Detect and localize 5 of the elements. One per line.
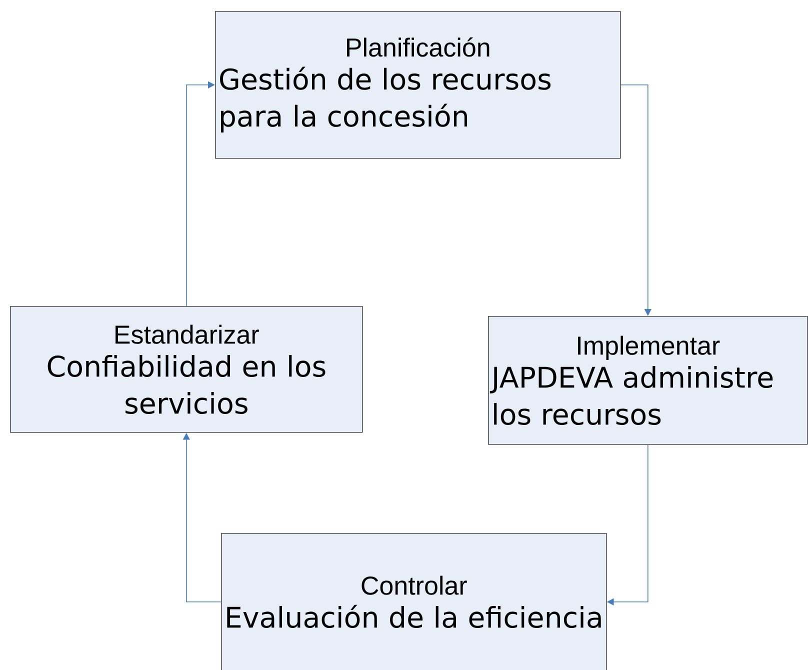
process-box: Controlar Evaluación de la eficiencia bbox=[221, 533, 607, 670]
process-box: Estandarizar Confiabilidad en los servicios bbox=[10, 306, 363, 433]
process-box: Planificación Gestión de los recursos para la concesión bbox=[215, 11, 621, 159]
process-box: Implementar JAPDEVA administre los recursos bbox=[488, 316, 808, 445]
arrow bbox=[186, 81, 215, 306]
